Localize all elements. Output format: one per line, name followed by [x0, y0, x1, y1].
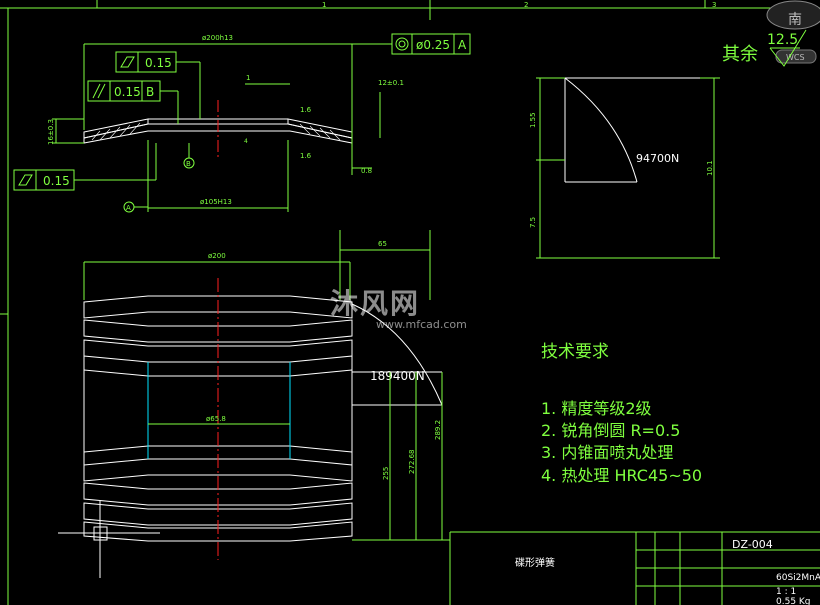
tech-item-2: 2. 锐角倒圆 R=0.5: [541, 421, 680, 440]
stack-force: 189400N: [370, 369, 425, 383]
dim-stack-dia: ø200: [208, 252, 226, 260]
dim-thickness: 16±0.3: [47, 119, 55, 145]
dim-outer-dia: ø200h13: [202, 34, 233, 42]
grid-label-2: 2: [524, 1, 528, 9]
fcf-flatness-bottom: 0.15: [13, 143, 157, 191]
title-block: 碟形弹簧 DZ-004 60Si2MnA 1 : 1 0.55 Kg: [449, 531, 820, 605]
dim-h2: 272.68: [408, 450, 416, 475]
dim-bore: ø65.8: [206, 415, 226, 423]
dim-h3: 289.2: [434, 420, 442, 440]
roughness-label: 其余: [722, 44, 758, 65]
load-chart-small: 1.55 7.5 10.1 94700N: [529, 77, 720, 259]
fcf-parallel-tol: 0.15: [114, 85, 141, 99]
compass-label: 南: [788, 12, 802, 28]
tech-item-3: 3. 内锥面喷丸处理: [541, 443, 673, 462]
wcs-label: WCS: [786, 53, 805, 62]
section-view: ø200h13 ø105H13 16±0.3 12±0.1 1 4 1.6 1.…: [13, 33, 471, 213]
title-weight: 0.55 Kg: [776, 597, 811, 605]
dim-offset: 65: [378, 240, 387, 248]
dim-edge: 12±0.1: [378, 79, 404, 87]
fcf-parallel-datum: B: [146, 85, 154, 99]
title-part-name: 碟形弹簧: [515, 556, 555, 569]
fcf-coaxial: ø0.25 A: [352, 33, 471, 55]
tech-item-4: 4. 热处理 HRC45~50: [541, 466, 702, 485]
dim-small: 4: [244, 138, 248, 145]
chart-small-y-top: 1.55: [529, 112, 537, 128]
title-material: 60Si2MnA: [776, 573, 820, 583]
watermark-url: www.mfcad.com: [376, 318, 467, 331]
view-compass[interactable]: 南 WCS: [766, 0, 820, 64]
watermark: 沐风网 www.mfcad.com: [330, 282, 467, 331]
fcf-flatness-top: 0.15: [115, 51, 201, 119]
fcf-parallel: 0.15 B: [87, 80, 179, 124]
tech-requirements: 技术要求 1. 精度等级2级 2. 锐角倒圆 R=0.5 3. 内锥面喷丸处理 …: [541, 342, 702, 485]
dim-angle-bot: 1.6: [300, 152, 312, 160]
chart-small-y-bot: 7.5: [529, 217, 537, 228]
roughness-symbol: 其余 12.5: [722, 29, 807, 67]
watermark-text: 沐风网: [330, 287, 421, 320]
dim-inner-dia: ø105H13: [200, 198, 232, 206]
cad-cursor[interactable]: [58, 500, 160, 578]
fcf-flat-bottom-tol: 0.15: [43, 174, 70, 188]
fcf-flat-top-tol: 0.15: [145, 56, 172, 70]
chart-small-width: 10.1: [706, 160, 714, 176]
fcf-coaxial-tol: ø0.25: [416, 38, 450, 52]
chart-small-force: 94700N: [636, 152, 679, 165]
grid-label-1: 1: [322, 1, 326, 9]
roughness-value: 12.5: [767, 32, 798, 48]
tech-title: 技术要求: [541, 342, 609, 362]
fcf-coaxial-datum: A: [458, 38, 467, 52]
dim-angle-top: 1.6: [300, 106, 312, 114]
dim-chamfer: 0.8: [361, 167, 372, 175]
tech-item-1: 1. 精度等级2级: [541, 399, 652, 418]
title-scale: 1 : 1: [776, 587, 796, 597]
title-code: DZ-004: [732, 538, 773, 551]
stack-view: ø200 65 ø65.8: [83, 230, 450, 560]
datum-b-label: B: [186, 160, 191, 168]
dim-step: 1: [246, 74, 250, 82]
dim-h1: 255: [382, 467, 390, 480]
grid-label-3: 3: [712, 1, 716, 9]
datum-a-label: A: [126, 204, 131, 212]
